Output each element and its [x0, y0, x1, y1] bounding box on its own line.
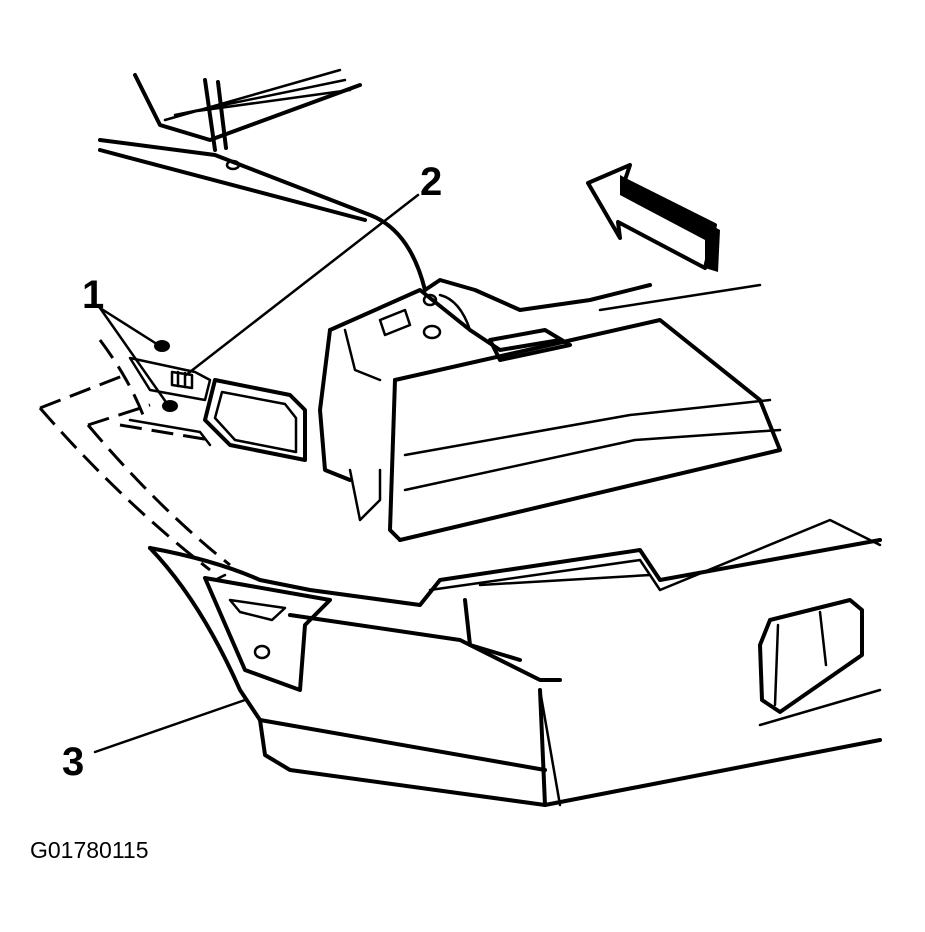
fasteners	[128, 340, 212, 447]
forward-arrow-icon	[586, 163, 720, 272]
callout-label-2: 2	[420, 160, 442, 204]
rear-body-panel	[318, 213, 782, 542]
figure-id: G01780115	[30, 837, 149, 863]
callout-label-3: 3	[62, 740, 84, 784]
callout-label-1: 1	[82, 273, 104, 317]
bumper-fascia	[148, 518, 882, 807]
leader-lines	[93, 193, 420, 754]
fascia-retainer	[203, 573, 332, 692]
attachment-outline	[38, 339, 231, 572]
tail-lamp-opening	[203, 378, 307, 462]
trunk-lid	[98, 68, 372, 222]
retainer-clip	[170, 370, 194, 390]
